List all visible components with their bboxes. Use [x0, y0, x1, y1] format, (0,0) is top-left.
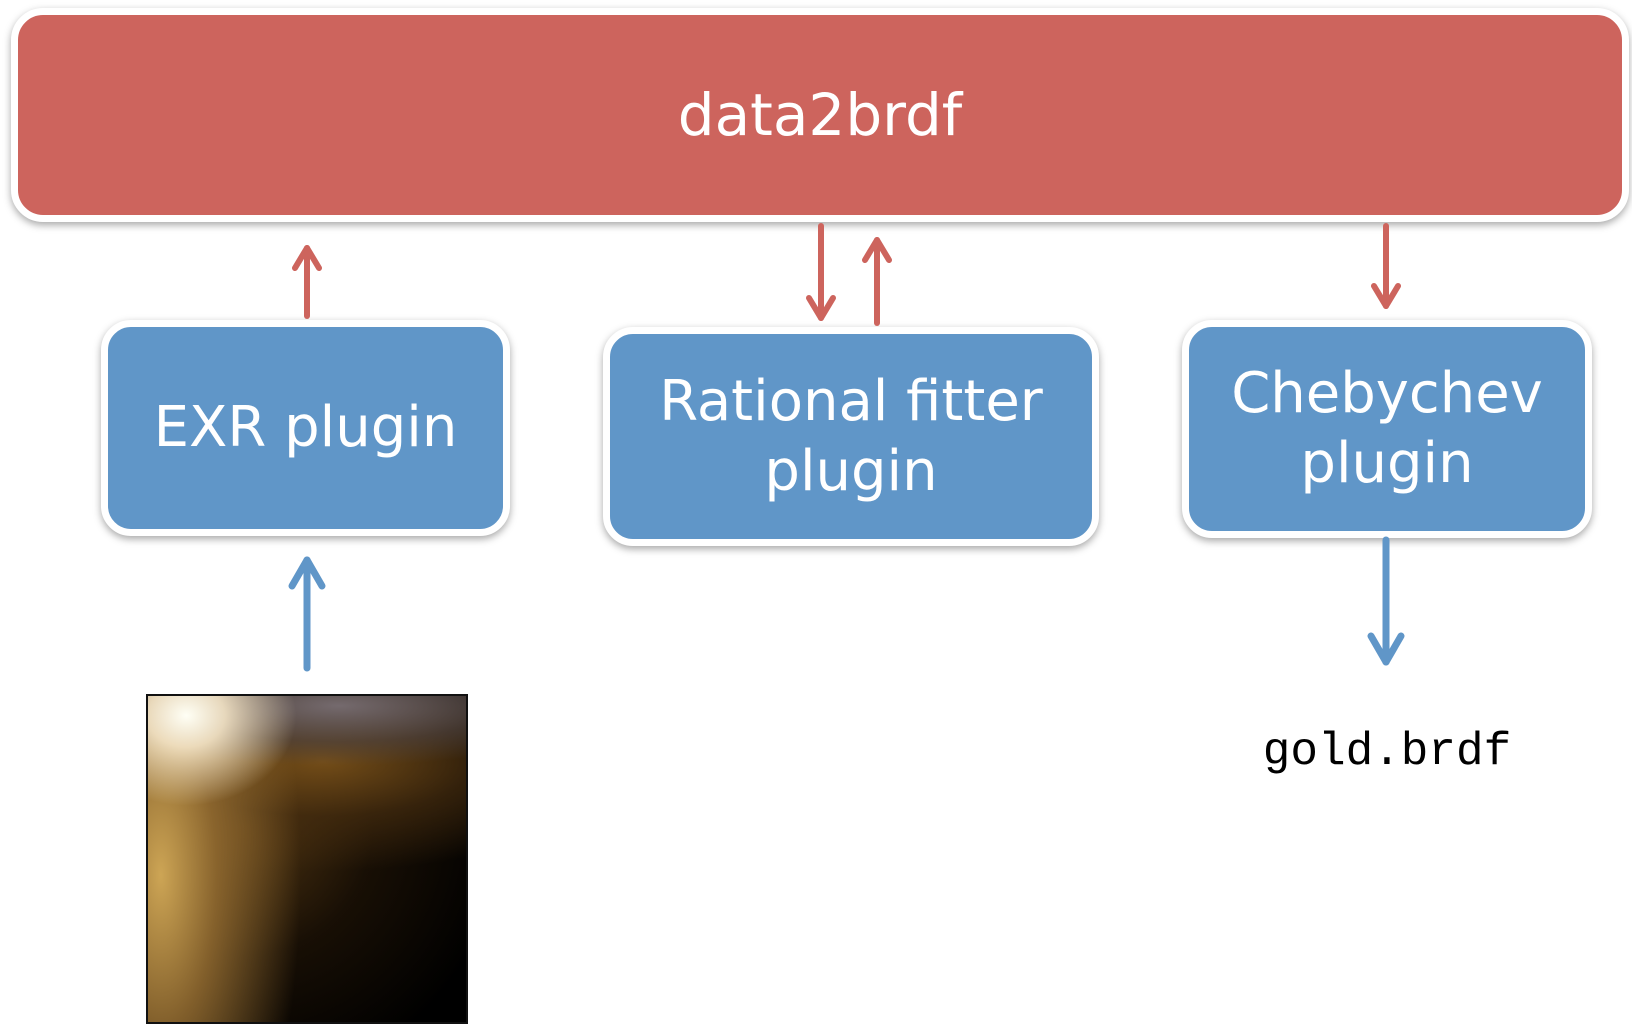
image-to-exr-arrow — [288, 556, 326, 672]
data2brdf-label: data2brdf — [677, 80, 963, 149]
chebychev-label-line2: plugin — [1300, 431, 1474, 496]
output-filename: gold.brdf — [1262, 726, 1512, 778]
brdf-input-image — [146, 694, 468, 1024]
exr-plugin-label: EXR plugin — [153, 395, 458, 460]
exr-plugin-box: EXR plugin — [101, 320, 510, 536]
chebychev-plugin-box: Chebychev plugin — [1182, 320, 1592, 538]
chebychev-label-line1: Chebychev — [1231, 361, 1543, 426]
exr-to-main-arrow — [292, 245, 322, 319]
main-to-chebychev-arrow — [1371, 223, 1401, 309]
main-to-rational-arrow — [806, 223, 836, 321]
rational-to-main-arrow — [862, 237, 892, 326]
chebychev-to-output-arrow — [1367, 536, 1405, 666]
rational-fitter-plugin-box: Rational fitter plugin — [603, 327, 1099, 546]
rational-fitter-label-line1: Rational fitter — [659, 368, 1043, 434]
data2brdf-box: data2brdf — [11, 8, 1629, 222]
rational-fitter-label-line2: plugin — [764, 438, 938, 504]
